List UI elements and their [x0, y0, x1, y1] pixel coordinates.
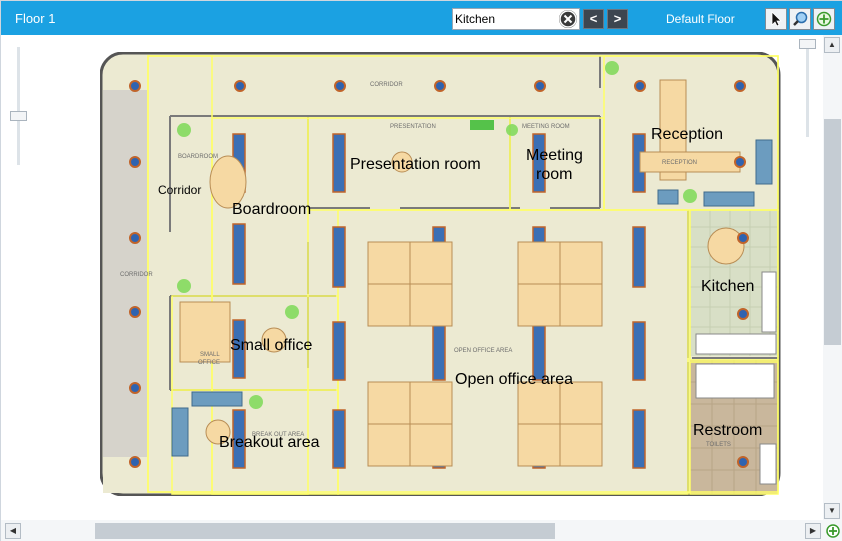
room-label-open-office[interactable]: Open office area — [455, 371, 574, 388]
next-result-button[interactable]: > — [607, 9, 628, 29]
top-toolbar: Floor 1 < > Default Floor — [1, 1, 842, 35]
plan-text-toilets: TOILETS — [706, 442, 731, 448]
floor-title: Floor 1 — [15, 11, 56, 26]
add-circle-icon — [816, 11, 832, 27]
room-label-meeting-line2[interactable]: room — [536, 166, 573, 183]
select-tool-button[interactable] — [765, 8, 787, 30]
zoom-tool-button[interactable] — [789, 8, 811, 30]
zoom-slider-track[interactable] — [17, 47, 20, 165]
plan-text-small-office-2: OFFICE — [198, 360, 220, 366]
cursor-icon — [771, 11, 782, 27]
plan-text-breakout: BREAK OUT AREA — [252, 432, 304, 438]
horizontal-scroll-thumb[interactable] — [95, 523, 555, 539]
room-label-kitchen[interactable]: Kitchen — [701, 278, 755, 295]
plan-text-boardroom: BOARDROOM — [178, 154, 218, 160]
room-label-reception[interactable]: Reception — [651, 126, 724, 143]
plan-text-presentation: PRESENTATION — [390, 124, 436, 130]
plan-text-corridor-left: CORRIDOR — [120, 272, 153, 278]
scroll-left-button[interactable]: ◀ — [5, 523, 21, 539]
horizontal-scrollbar[interactable]: ◀ ▶ — [1, 520, 823, 541]
pan-slider-track[interactable] — [806, 47, 809, 137]
room-label-breakout[interactable]: Breakout area — [219, 434, 320, 451]
floor-plan[interactable]: CORRIDOR CORRIDOR BOARDROOM PRESENTATION… — [99, 51, 781, 497]
vertical-scrollbar[interactable]: ▲ ▼ — [823, 35, 842, 520]
floor-selector[interactable]: Default Floor — [666, 12, 735, 26]
corner-add-button[interactable] — [823, 520, 842, 541]
add-tool-button[interactable] — [813, 8, 835, 30]
room-label-restroom[interactable]: Restroom — [693, 422, 763, 439]
scroll-right-button[interactable]: ▶ — [805, 523, 821, 539]
room-label-boardroom[interactable]: Boardroom — [232, 201, 312, 218]
search-input[interactable] — [455, 10, 555, 28]
scroll-up-button[interactable]: ▲ — [824, 37, 840, 53]
room-label-corridor[interactable]: Corridor — [158, 183, 202, 197]
pan-slider-handle[interactable] — [799, 39, 816, 49]
plan-text-corridor-top: CORRIDOR — [370, 82, 403, 88]
close-icon — [559, 10, 577, 28]
vertical-scroll-thumb[interactable] — [824, 119, 841, 345]
plan-text-meeting: MEETING ROOM — [522, 124, 570, 130]
floor-plan-drawing: CORRIDOR CORRIDOR BOARDROOM PRESENTATION… — [99, 51, 781, 497]
plan-text-open-office: OPEN OFFICE AREA — [454, 348, 512, 354]
search-box[interactable] — [452, 8, 580, 30]
zoom-slider-handle[interactable] — [10, 111, 27, 121]
plan-text-reception: RECEPTION — [662, 160, 697, 166]
plan-text-small-office-1: SMALL — [200, 352, 220, 358]
room-label-meeting-line1[interactable]: Meeting — [526, 147, 583, 164]
room-label-small-office[interactable]: Small office — [230, 337, 313, 354]
magnifier-icon — [793, 11, 808, 26]
scroll-down-button[interactable]: ▼ — [824, 503, 840, 519]
previous-result-button[interactable]: < — [583, 9, 604, 29]
room-label-presentation[interactable]: Presentation room — [350, 156, 481, 173]
plan-canvas[interactable]: CORRIDOR CORRIDOR BOARDROOM PRESENTATION… — [1, 35, 823, 520]
add-icon — [826, 524, 840, 538]
clear-search-button[interactable] — [559, 10, 577, 28]
